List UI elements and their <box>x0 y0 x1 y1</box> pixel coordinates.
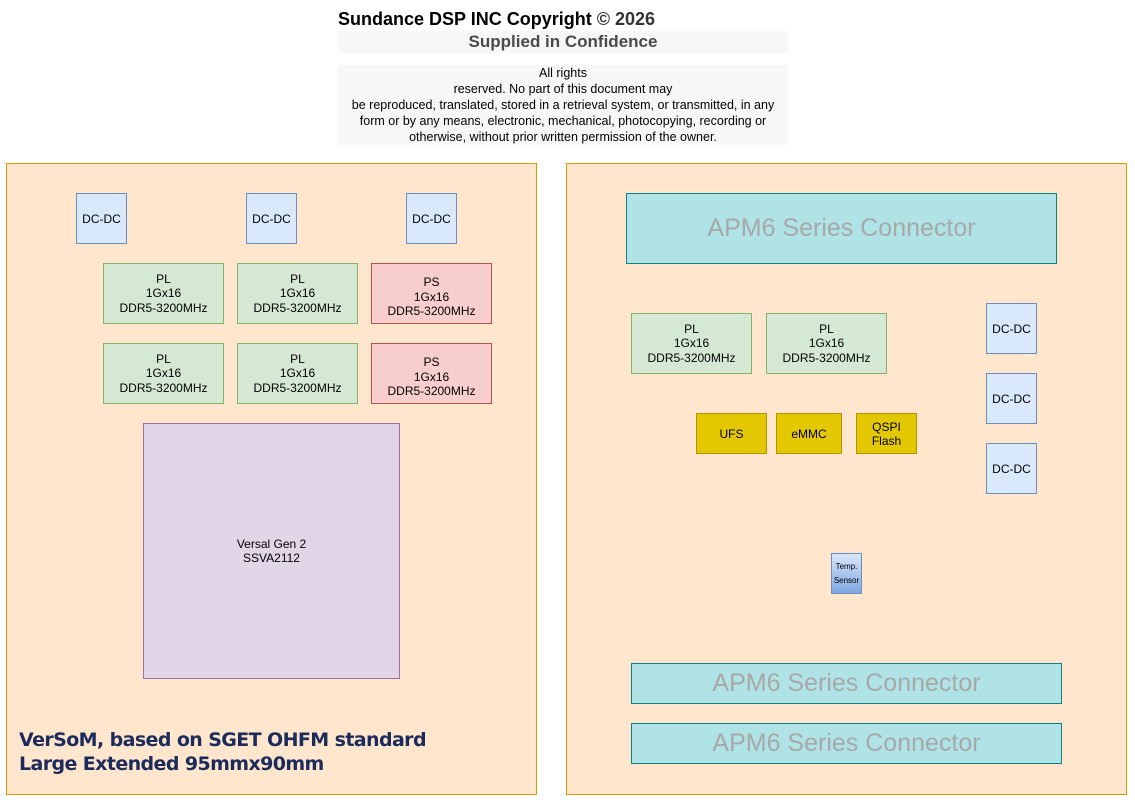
soc-package: SSVA2112 <box>243 551 300 565</box>
memory-type: PL <box>156 351 171 366</box>
pl-memory-block[interactable]: PL 1Gx16 DDR5-3200MHz <box>103 343 224 404</box>
memory-spec: DDR5-3200MHz <box>647 350 736 365</box>
board-caption-line: VerSoM, based on SGET OHFM standard <box>19 729 427 751</box>
pl-memory-block[interactable]: PL 1Gx16 DDR5-3200MHz <box>766 313 887 374</box>
memory-type: PS <box>423 275 440 290</box>
ps-memory-block[interactable]: PS 1Gx16 DDR5-3200MHz <box>371 343 492 404</box>
memory-type: PL <box>684 321 699 336</box>
temp-sensor-label: Sensor <box>833 575 860 585</box>
memory-size: 1Gx16 <box>145 366 182 381</box>
temp-sensor-block[interactable]: Temp. Sensor <box>831 553 862 594</box>
rights-notice-line: otherwise, without prior written permiss… <box>409 130 717 144</box>
storage-label: Flash <box>871 433 902 448</box>
copyright-symbol: © <box>596 9 610 29</box>
confidentiality-subtitle: Supplied in Confidence <box>338 31 788 53</box>
dcdc-block[interactable]: DC-DC <box>406 193 457 244</box>
memory-size: 1Gx16 <box>808 336 845 351</box>
ufs-storage-block[interactable]: UFS <box>696 413 767 454</box>
qspi-flash-block[interactable]: QSPI Flash <box>856 413 917 454</box>
pl-memory-block[interactable]: PL 1Gx16 DDR5-3200MHz <box>237 263 358 324</box>
dcdc-block[interactable]: DC-DC <box>986 373 1037 424</box>
memory-spec: DDR5-3200MHz <box>782 350 871 365</box>
soc-name: Versal Gen 2 <box>236 537 307 551</box>
memory-size: 1Gx16 <box>413 369 450 384</box>
copyright-title-text: Sundance DSP INC Copyright <box>338 9 592 29</box>
memory-spec: DDR5-3200MHz <box>119 380 208 395</box>
memory-spec: DDR5-3200MHz <box>387 384 476 399</box>
memory-spec: DDR5-3200MHz <box>253 300 342 315</box>
storage-label: UFS <box>719 426 744 441</box>
memory-spec: DDR5-3200MHz <box>253 380 342 395</box>
pl-memory-block[interactable]: PL 1Gx16 DDR5-3200MHz <box>103 263 224 324</box>
apm6-connector-bottom[interactable]: APM6 Series Connector <box>631 723 1062 764</box>
memory-size: 1Gx16 <box>145 286 182 301</box>
pl-memory-block[interactable]: PL 1Gx16 DDR5-3200MHz <box>237 343 358 404</box>
board-caption-line: Large Extended 95mmx90mm <box>19 753 324 775</box>
memory-type: PL <box>819 321 834 336</box>
versal-soc-block[interactable]: Versal Gen 2 SSVA2112 <box>143 423 400 679</box>
rights-notice-line: reserved. No part of this document may <box>453 82 673 96</box>
memory-size: 1Gx16 <box>413 289 450 304</box>
memory-spec: DDR5-3200MHz <box>387 304 476 319</box>
memory-size: 1Gx16 <box>279 366 316 381</box>
memory-size: 1Gx16 <box>673 336 710 351</box>
copyright-year: 2026 <box>615 9 656 29</box>
memory-type: PL <box>156 271 171 286</box>
copyright-title: Sundance DSP INC Copyright © 2026 <box>338 9 655 30</box>
memory-type: PL <box>290 271 305 286</box>
rights-notice-line: be reproduced, translated, stored in a r… <box>351 98 775 112</box>
ps-memory-block[interactable]: PS 1Gx16 DDR5-3200MHz <box>371 263 492 324</box>
temp-sensor-label: Temp. <box>835 561 858 571</box>
rights-notice: All rights reserved. No part of this doc… <box>338 65 788 145</box>
memory-type: PS <box>423 355 440 370</box>
memory-type: PL <box>290 351 305 366</box>
emmc-storage-block[interactable]: eMMC <box>776 413 842 454</box>
memory-size: 1Gx16 <box>279 286 316 301</box>
board-caption: VerSoM, based on SGET OHFM standard Larg… <box>19 728 427 776</box>
pl-memory-block[interactable]: PL 1Gx16 DDR5-3200MHz <box>631 313 752 374</box>
dcdc-block[interactable]: DC-DC <box>246 193 297 244</box>
rights-notice-line: All rights <box>539 66 587 80</box>
dcdc-block[interactable]: DC-DC <box>76 193 127 244</box>
dcdc-block[interactable]: DC-DC <box>986 443 1037 494</box>
apm6-connector-middle[interactable]: APM6 Series Connector <box>631 663 1062 704</box>
storage-label: eMMC <box>791 426 827 441</box>
storage-label: QSPI <box>872 419 901 434</box>
apm6-connector-top[interactable]: APM6 Series Connector <box>626 193 1057 264</box>
dcdc-block[interactable]: DC-DC <box>986 303 1037 354</box>
memory-spec: DDR5-3200MHz <box>119 300 208 315</box>
rights-notice-line: form or by any means, electronic, mechan… <box>359 114 767 128</box>
